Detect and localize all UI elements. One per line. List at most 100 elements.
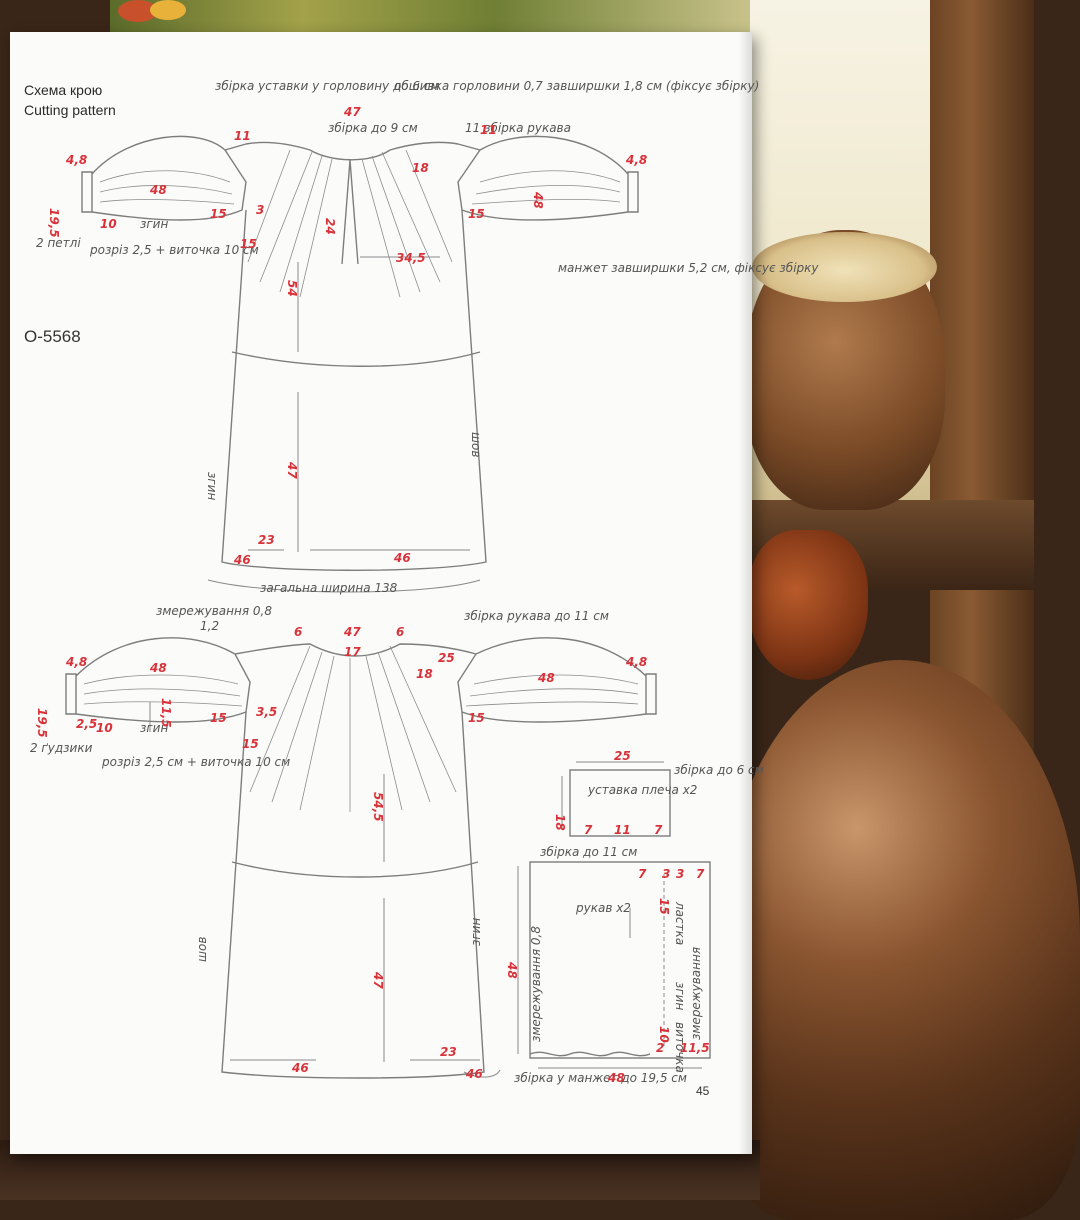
front-dim-under-l: 15 [210, 207, 227, 221]
sleeve-dim-height: 48 [505, 961, 519, 979]
front-dim-raglan-l3: 15 [240, 237, 257, 251]
red-flower [118, 0, 158, 22]
yoke-dim-height: 18 [553, 814, 567, 831]
large-clay-pot [720, 660, 1080, 1220]
back-dim-sleeve-l: 48 [149, 661, 167, 675]
sleeve-dim-top-7b: 7 [696, 867, 705, 881]
yoke-piece: уставка плеча х2 збірка до 6 см 25 18 7 … [553, 749, 764, 837]
front-dim-hem-l: 23 [258, 533, 275, 547]
front-dim-cuff-w-l: 4,8 [65, 153, 87, 167]
back-dim-cuff-w-l: 4,8 [65, 655, 87, 669]
sleeve-bottom-gather-note: збірка у манжет до 19,5 см [514, 1071, 687, 1085]
back-note-sleeve-gather: збірка рукава до 11 см [464, 609, 609, 623]
magazine-page: Схема крою Cutting pattern O-5568 45 [10, 32, 819, 1154]
yoke-dim-bot-m: 11 [614, 823, 631, 837]
front-note-neck-gather: збірка до 9 см [328, 121, 418, 135]
front-dim-raglan-r1: 11 [480, 123, 497, 137]
yoke-dim-width: 25 [614, 749, 631, 763]
cutting-pattern-drawing: збірка уставки у горловину до 6 см обшив… [30, 79, 819, 1085]
sleeve-bottom-gather [529, 1051, 651, 1057]
yoke-gather: збірка до 6 см [674, 763, 764, 777]
page-number: 45 [696, 1084, 710, 1098]
back-right-sleeve [457, 637, 647, 723]
back-dim-cuff-gap: 10 [96, 721, 113, 735]
front-total-width-arrow [207, 579, 481, 593]
yoke-dim-bot-r: 7 [654, 823, 663, 837]
clay-bowl [748, 530, 868, 680]
front-neck-slit [341, 159, 359, 265]
back-hem-arrow [463, 1069, 501, 1078]
back-dim-hem-corner: 46 [465, 1067, 483, 1081]
front-note-loops: 2 петлі [36, 236, 81, 250]
front-right-raglan [389, 141, 481, 151]
sleeve-dim-top-3: 3 [662, 867, 670, 881]
sleeve-dim-bottom: 48 [607, 1071, 625, 1085]
front-note-side-seam: шов [469, 432, 483, 457]
front-body-gathers [247, 149, 453, 298]
back-right-sleeve-folds [465, 674, 639, 707]
sleeve-left-smocking: змережування 0,8 [529, 926, 543, 1042]
back-dim-body-lower: 47 [371, 971, 385, 989]
front-dim-cuff-gap: 10 [100, 217, 117, 231]
yoke-label: уставка плеча х2 [587, 783, 697, 797]
front-dim-sleeve-l: 48 [149, 183, 167, 197]
front-dim-cuff-w-r: 4,8 [625, 153, 647, 167]
sleeve-gusset: ластка [673, 901, 687, 945]
sleeve-piece: рукав х2 збірка до 11 см збірка у манжет… [505, 845, 711, 1085]
front-right-sleeve-folds [471, 170, 621, 205]
back-dim-cuff-len: 19,5 [35, 708, 49, 738]
flowers-strip [110, 0, 750, 36]
front-pattern: збірка уставки у горловину до 6 см обшив… [36, 79, 819, 595]
front-left-sleeve-folds [99, 170, 235, 205]
front-dim-arrows [248, 256, 470, 552]
back-dim-sleeve-r: 48 [537, 671, 555, 685]
back-dim-cuff-w-r: 4,8 [625, 655, 647, 669]
front-neckline [309, 149, 391, 161]
front-waist-seam [231, 351, 481, 367]
sleeve-top-gather: збірка до 11 см [540, 845, 637, 859]
back-left-cuff [65, 673, 77, 715]
front-dim-under-r: 15 [468, 207, 485, 221]
back-note-fold: згин [469, 918, 483, 946]
back-dim-neck-6-l: 6 [294, 625, 302, 639]
back-dim-body-upper: 54,5 [371, 792, 385, 822]
clay-pot-rim [752, 232, 937, 302]
front-note-total-width: загальна ширина 138 [260, 581, 398, 595]
sleeve-dim-dart: 10 [657, 1026, 671, 1043]
sleeve-dim-bot-115: 11,5 [680, 1041, 710, 1055]
back-left-sleeve [75, 637, 251, 723]
front-note-cuff: манжет завширшки 5,2 см, фіксує збірку [558, 261, 819, 275]
front-dim-body-lower: 47 [285, 461, 299, 479]
back-dim-hem-r: 23 [440, 1045, 457, 1059]
back-right-cuff [645, 673, 657, 715]
back-dim-arrows [149, 702, 480, 1062]
back-dim-hem-l: 46 [291, 1061, 309, 1075]
yoke-dim-bot-l: 7 [584, 823, 593, 837]
back-neckline [234, 643, 477, 657]
back-dim-raglan-l2: 15 [242, 737, 259, 751]
back-dim-under-l: 15 [210, 711, 227, 725]
back-waist-seam [231, 861, 479, 878]
front-right-sleeve [457, 135, 629, 221]
front-note-neckline-binding: обшивка горловини 0,7 завширшки 1,8 см (… [394, 79, 759, 93]
front-dim-cuff-len: 19,5 [47, 208, 61, 238]
front-note-sleeve-gather: 11 збірка рукава [465, 121, 571, 135]
back-body-gathers [249, 645, 457, 812]
sleeve-dim-top-3b: 3 [676, 867, 684, 881]
sleeve-right-smocking: змережування [689, 947, 703, 1040]
front-dim-shoulder-r: 34,5 [396, 251, 426, 265]
sleeve-fold: згин [673, 982, 687, 1010]
back-dim-height-mid: 11,5 [159, 698, 173, 728]
back-note-smocking-1: змережування 0,8 [156, 604, 272, 618]
back-pattern: змережування 0,8 1,2 збірка рукава до 11… [30, 604, 657, 1081]
sleeve-dim-bot-2: 2 [656, 1041, 664, 1055]
title-ukrainian: Схема крою [24, 82, 103, 98]
front-note-fold-sleeve: згин [140, 217, 168, 231]
back-left-sleeve-folds [83, 674, 243, 707]
back-dim-raglan-r2: 18 [416, 667, 433, 681]
back-note-side-seam: шов [195, 937, 209, 962]
front-dim-raglan-l2: 3 [256, 203, 264, 217]
front-dim-neck-top: 47 [343, 105, 361, 119]
front-body-outline [221, 209, 487, 571]
sleeve-label: рукав х2 [575, 901, 631, 915]
